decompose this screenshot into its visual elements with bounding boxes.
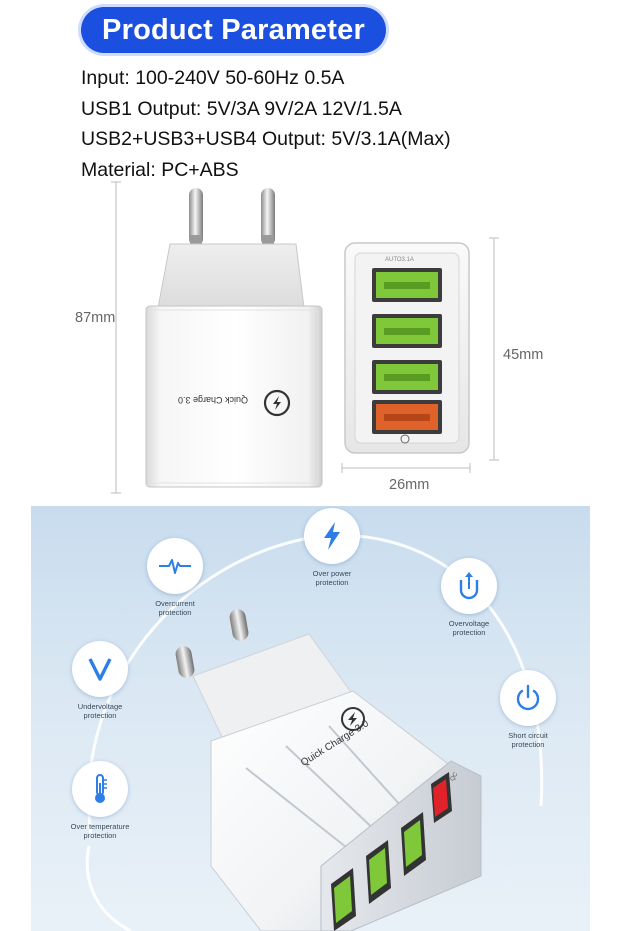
plug-pins: [189, 188, 275, 247]
power-icon: [516, 684, 540, 711]
usb-port-qc: [372, 400, 442, 434]
spec-material: Material: PC+ABS: [81, 158, 239, 181]
charger-3d-illustration: [85, 533, 544, 931]
thermometer-icon: [95, 774, 107, 803]
feature-overcurrent-line2: protection: [158, 608, 192, 617]
feature-undervoltage-line2: protection: [83, 711, 117, 720]
product-parameter-title: Product Parameter: [81, 7, 386, 53]
feature-undervoltage-line1: Undervoltage: [77, 702, 123, 711]
spec-usb234-output: USB2+USB3+USB4 Output: 5V/3.1A(Max): [81, 128, 451, 150]
feature-short-circuit-line2: protection: [511, 740, 545, 749]
spec-usb1-output: USB1 Output: 5V/3A 9V/2A 12V/1.5A: [81, 97, 402, 120]
feature-over-power-line1: Over power: [312, 569, 352, 578]
spec-input: Input: 100-240V 50-60Hz 0.5A: [81, 67, 345, 89]
feature-overvoltage-line1: Overvoltage: [448, 619, 490, 628]
product-dimension-photo: 87mm 45mm 26mm AUTO3.1A Quick Charge 3.0: [0, 180, 621, 500]
u-icon: [459, 572, 479, 600]
front-quick-charge-label: Quick Charge 3.0: [178, 395, 249, 405]
height-dimension: 87mm: [75, 310, 116, 326]
lightning-icon: [324, 522, 340, 550]
feature-overvoltage-line2: protection: [452, 628, 486, 637]
feature-over-power-line2: protection: [315, 578, 349, 587]
spec-list: Input: 100-240V 50-60Hz 0.5A USB1 Output…: [81, 63, 451, 185]
usb-port-3: [372, 360, 442, 394]
port-label: AUTO3.1A: [385, 257, 414, 263]
usb-port-2: [372, 314, 442, 348]
feature-overcurrent-line1: Overcurrent: [155, 599, 195, 608]
feature-short-circuit-line1: Short circuit: [508, 731, 548, 740]
charger-illustration: [111, 181, 499, 494]
feature-over-temperature-line1: Over temperature: [70, 822, 130, 831]
usb-ports-3d: [331, 772, 452, 931]
v-icon: [88, 658, 112, 681]
feature-over-temperature-line2: protection: [83, 831, 117, 840]
side-dimension: 45mm: [503, 347, 544, 363]
width-dimension: 26mm: [389, 477, 430, 493]
usb-port-1: [372, 268, 442, 302]
wave-icon: [159, 559, 191, 574]
